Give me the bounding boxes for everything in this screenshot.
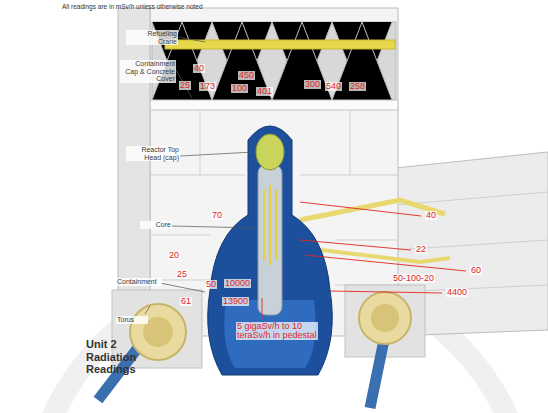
part-name: Containment: [116, 278, 162, 286]
note-text: All readings are in mSv/h unless otherwi…: [62, 3, 232, 10]
callout-number: 25: [179, 81, 191, 90]
callout-number: 61: [180, 297, 192, 306]
callout-number: 40: [193, 64, 205, 73]
callout-note: 5 gigaSv/h to 10 teraSv/h in pedestal: [236, 322, 318, 340]
callout-number: 70: [211, 211, 223, 220]
callout-number: 13900: [222, 297, 249, 306]
callout-number: 22: [415, 245, 427, 254]
diagram-title: Unit 2 Radiation Readings: [86, 338, 148, 376]
callout-number: 173: [199, 82, 216, 91]
callout-number: 401: [256, 87, 273, 96]
part-name: Reactor Top Head (cap): [126, 146, 180, 161]
callout-number: 20: [168, 251, 180, 260]
callout-number: 258: [349, 82, 366, 91]
callout-number: 540: [325, 82, 342, 91]
callout-number: 450: [238, 71, 255, 80]
callout-number: 4400: [446, 288, 468, 297]
callout-number: 60: [470, 266, 482, 275]
callout-number: 50-100-20: [392, 274, 435, 283]
part-name: Torus: [116, 316, 148, 324]
callout-number: 40: [425, 211, 437, 220]
callout-number: 10000: [224, 279, 251, 288]
callout-number: 50: [205, 280, 217, 289]
callout-number: 300: [304, 80, 321, 89]
part-name: Containment Cap & Concrete Cover: [120, 60, 176, 83]
callout-number: 25: [176, 270, 188, 279]
callout-number: 100: [231, 84, 248, 93]
part-name: Refueling Crane: [126, 30, 178, 45]
part-name: Core: [140, 221, 172, 229]
